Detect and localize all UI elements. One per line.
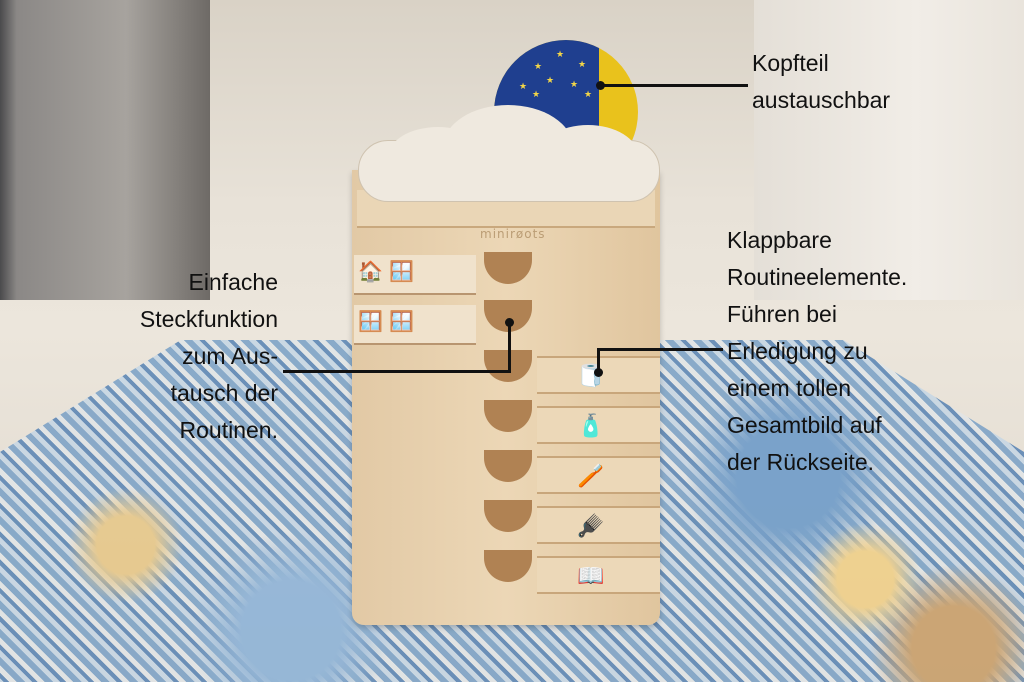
- hairbrush-icon: 🪮: [577, 514, 605, 539]
- star-icon: ★: [570, 80, 579, 90]
- star-icon: ★: [534, 62, 543, 72]
- background-shelf: [0, 0, 210, 300]
- soap-dispenser-icon: 🧴: [577, 414, 605, 439]
- annotation-line: Routineelemente.: [727, 264, 908, 290]
- annotation-line: zum Aus-: [182, 343, 278, 369]
- star-icon: ★: [584, 90, 593, 100]
- annotation-plug: Einfache Steckfunktion zum Aus- tausch d…: [140, 264, 278, 449]
- slot: [484, 400, 532, 432]
- annotation-line: Einfache: [188, 269, 278, 295]
- routine-flap[interactable]: 🪥: [537, 456, 660, 494]
- book-icon: 📖: [577, 564, 605, 589]
- slot: [484, 550, 532, 582]
- slot: [484, 500, 532, 532]
- annotation-line: Kopfteil: [752, 50, 829, 76]
- annotation-line: Führen bei: [727, 301, 837, 327]
- slot: [484, 450, 532, 482]
- star-icon: ★: [578, 60, 587, 70]
- annotation-line: Steckfunktion: [139, 306, 278, 332]
- annotation-line: Klappbare: [727, 227, 832, 253]
- annotation-line: Erledigung zu: [727, 338, 868, 364]
- star-icon: ★: [546, 76, 555, 86]
- routine-card-2[interactable]: 🪟 🪟: [354, 305, 476, 345]
- annotation-line: tausch der: [170, 380, 278, 406]
- annotation-flaps: Klappbare Routineelemente. Führen bei Er…: [727, 222, 907, 481]
- pointer-dot: [594, 368, 603, 377]
- pointer-line: [600, 84, 748, 87]
- annotation-line: Gesamtbild auf: [727, 412, 882, 438]
- pointer-line: [508, 322, 511, 372]
- annotation-line: austauschbar: [752, 87, 891, 113]
- annotation-line: Routinen.: [179, 417, 278, 443]
- routine-card-1[interactable]: 🏠 🪟: [354, 255, 476, 295]
- slot: [484, 252, 532, 284]
- cloud-headpiece: [358, 105, 660, 203]
- pointer-line: [597, 348, 600, 372]
- pointer-line: [597, 348, 723, 351]
- background-wall: [754, 0, 1024, 300]
- brand-logo: minirøots: [480, 227, 546, 241]
- annotation-line: der Rückseite.: [727, 449, 875, 475]
- routine-flap[interactable]: 🧴: [537, 406, 660, 444]
- star-icon: ★: [556, 50, 565, 60]
- toothbrush-icon: 🪥: [577, 464, 605, 489]
- annotation-headpiece: Kopfteil austauschbar: [752, 45, 890, 119]
- star-icon: ★: [519, 82, 528, 92]
- pointer-line: [283, 370, 511, 373]
- routine-flap[interactable]: 🪮: [537, 506, 660, 544]
- star-icon: ★: [532, 90, 541, 100]
- routine-board: minirøots 🏠 🪟 🪟 🪟 🧻 🧴 🪥 🪮 📖: [352, 170, 660, 625]
- annotation-line: einem tollen: [727, 375, 852, 401]
- routine-flap[interactable]: 📖: [537, 556, 660, 594]
